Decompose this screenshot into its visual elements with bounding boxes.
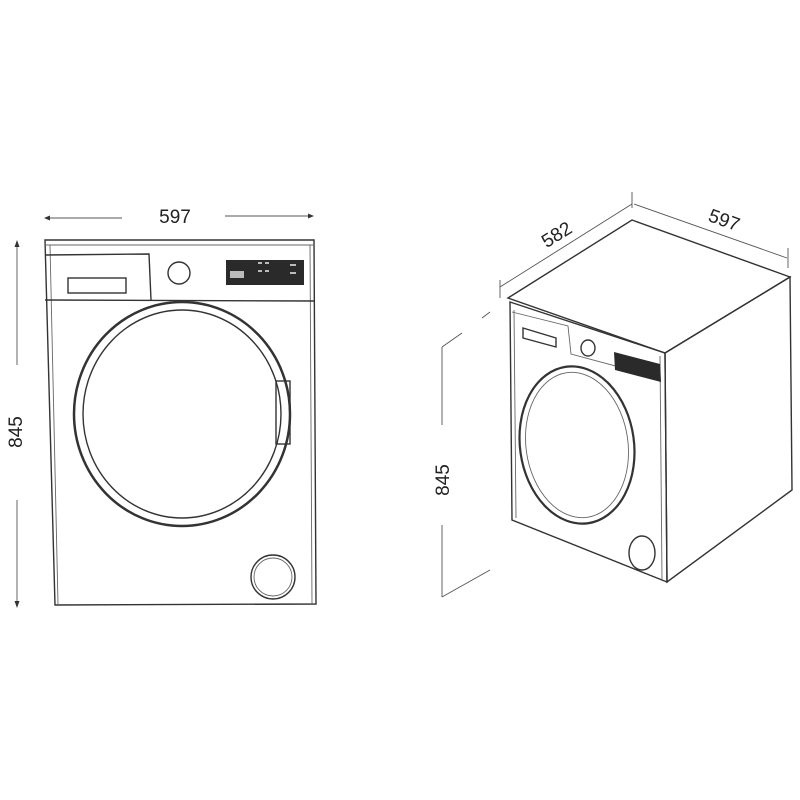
filter-cover [250, 554, 296, 600]
width-dimension: 597 [44, 207, 314, 228]
iso-side [664, 275, 793, 584]
front-view: 597 845 [6, 207, 317, 608]
iso-display [614, 352, 661, 382]
program-knob [167, 261, 191, 285]
door-glass [82, 309, 282, 519]
iso-drawer [522, 327, 557, 348]
iso-filter [628, 535, 656, 571]
detergent-drawer [67, 277, 127, 294]
dispenser-panel [44, 253, 152, 301]
machine-front [44, 239, 317, 606]
door-handle [275, 380, 291, 445]
front-height-label: 845 [6, 416, 27, 448]
iso-knob [580, 339, 596, 357]
iso-door [518, 365, 636, 525]
iso-view: 582 597 845 [433, 192, 793, 598]
iso-width-dimension: 597 [631, 192, 789, 268]
iso-front [509, 301, 668, 584]
iso-height-label: 845 [433, 464, 454, 496]
iso-depth-label: 582 [538, 218, 576, 253]
iso-height-dimension: 845 [433, 311, 491, 598]
iso-depth-dimension: 582 [499, 203, 633, 298]
height-dimension: 845 [6, 240, 27, 608]
door-outer-ring [72, 300, 292, 528]
iso-machine [506, 219, 793, 584]
front-width-label: 597 [159, 207, 191, 228]
